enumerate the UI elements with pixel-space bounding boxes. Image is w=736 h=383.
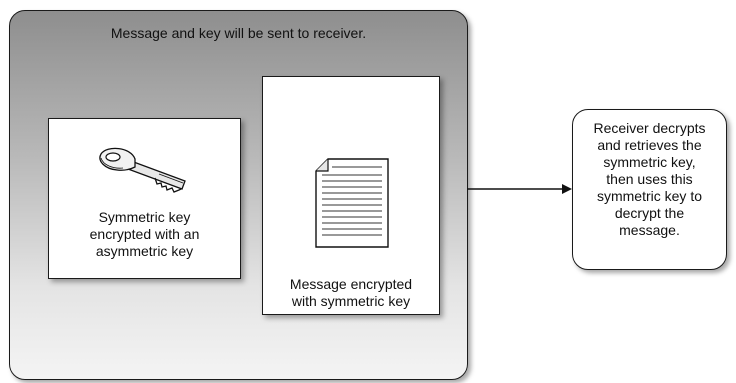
receiver-line: Receiver decrypts <box>593 120 706 136</box>
document-icon <box>315 158 389 248</box>
key-card-label: Symmetric key encrypted with an asymmetr… <box>49 209 240 260</box>
key-card-line: asymmetric key <box>95 243 194 259</box>
receiver-box: Receiver decrypts and retrieves the symm… <box>572 109 727 270</box>
encrypted-message-card: Message encrypted with symmetric key <box>262 76 440 315</box>
envelope-caption: Message and key will be sent to receiver… <box>110 25 367 41</box>
key-card-line: Symmetric key <box>98 209 191 225</box>
message-card-line: Message encrypted <box>289 276 413 292</box>
receiver-line: symmetric key to <box>596 188 702 204</box>
encrypted-key-card: Symmetric key encrypted with an asymmetr… <box>48 118 241 279</box>
receiver-line: and retrieves the <box>597 137 702 153</box>
flow-arrow <box>467 184 572 194</box>
message-card-line: with symmetric key <box>291 293 411 309</box>
receiver-line: then uses this <box>606 171 693 187</box>
message-card-label: Message encrypted with symmetric key <box>263 276 439 310</box>
receiver-line: symmetric key, <box>603 154 696 170</box>
key-icon <box>99 147 186 193</box>
key-card-line: encrypted with an <box>89 226 200 242</box>
receiver-line: message. <box>619 222 680 238</box>
sender-envelope: Message and key will be sent to receiver… <box>9 10 468 380</box>
receiver-line: decrypt the <box>614 205 685 221</box>
receiver-label: Receiver decrypts and retrieves the symm… <box>573 120 726 239</box>
